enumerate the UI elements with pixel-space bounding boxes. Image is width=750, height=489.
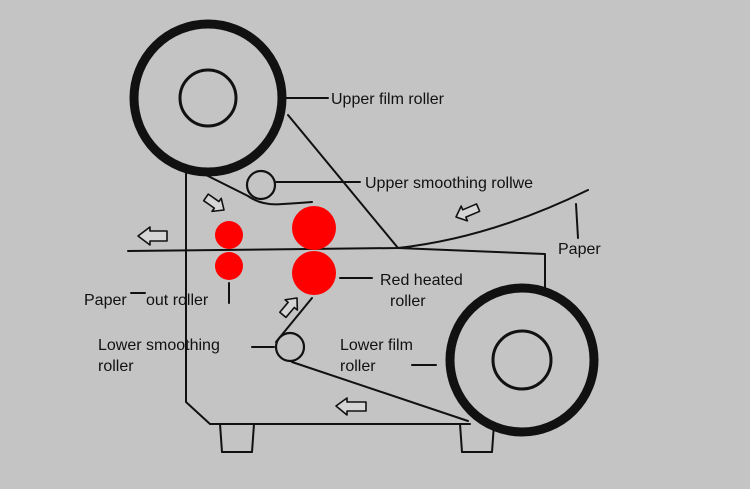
lower-film-roller-outer <box>445 283 599 437</box>
label-lower-film-roller-line1: Lower film <box>340 337 413 354</box>
upper-film-roller <box>129 19 287 177</box>
paper-out-roller-top <box>215 221 243 249</box>
red-heated-roller-pair <box>292 206 336 295</box>
label-red-heated-roller-line2: roller <box>390 293 426 310</box>
red-heated-roller-top <box>292 206 336 250</box>
label-lower-smoothing-roller-line2: roller <box>98 358 134 375</box>
label-paper-out-roller-part2: out roller <box>146 292 209 309</box>
paper-out-arrow <box>137 226 168 246</box>
paper-in-arrow <box>455 203 481 222</box>
upper-film-path <box>187 165 313 206</box>
lower-film-arrow-upper <box>278 297 299 319</box>
label-lower-film-roller-line2: roller <box>340 358 376 375</box>
lower-film-arrow-bottom <box>335 397 367 416</box>
upper-film-roller-core <box>178 68 238 128</box>
lower-smoothing-roller <box>274 331 306 363</box>
lower-film-roller-core <box>491 329 553 391</box>
label-paper: Paper <box>558 241 601 258</box>
label-upper-film-roller: Upper film roller <box>331 91 445 108</box>
upper-film-arrow <box>202 193 225 213</box>
paper-out-roller-bottom <box>215 252 243 280</box>
upper-smoothing-roller <box>245 169 277 201</box>
lower-film-roller <box>445 283 599 437</box>
paper-label-leader <box>575 203 579 239</box>
label-paper-out-roller-part1: Paper <box>84 292 127 309</box>
paper-path <box>127 189 589 252</box>
machine-foot-left <box>219 423 255 453</box>
label-upper-smoothing-roller: Upper smoothing rollwe <box>365 175 533 192</box>
label-lower-smoothing-roller-line1: Lower smoothing <box>98 337 220 354</box>
label-red-heated-roller-line1: Red heated <box>380 272 463 289</box>
machine-foot-right <box>459 423 495 453</box>
upper-film-roller-outer <box>129 19 287 177</box>
red-heated-roller-bottom <box>292 251 336 295</box>
paper-out-roller-pair <box>215 221 243 280</box>
